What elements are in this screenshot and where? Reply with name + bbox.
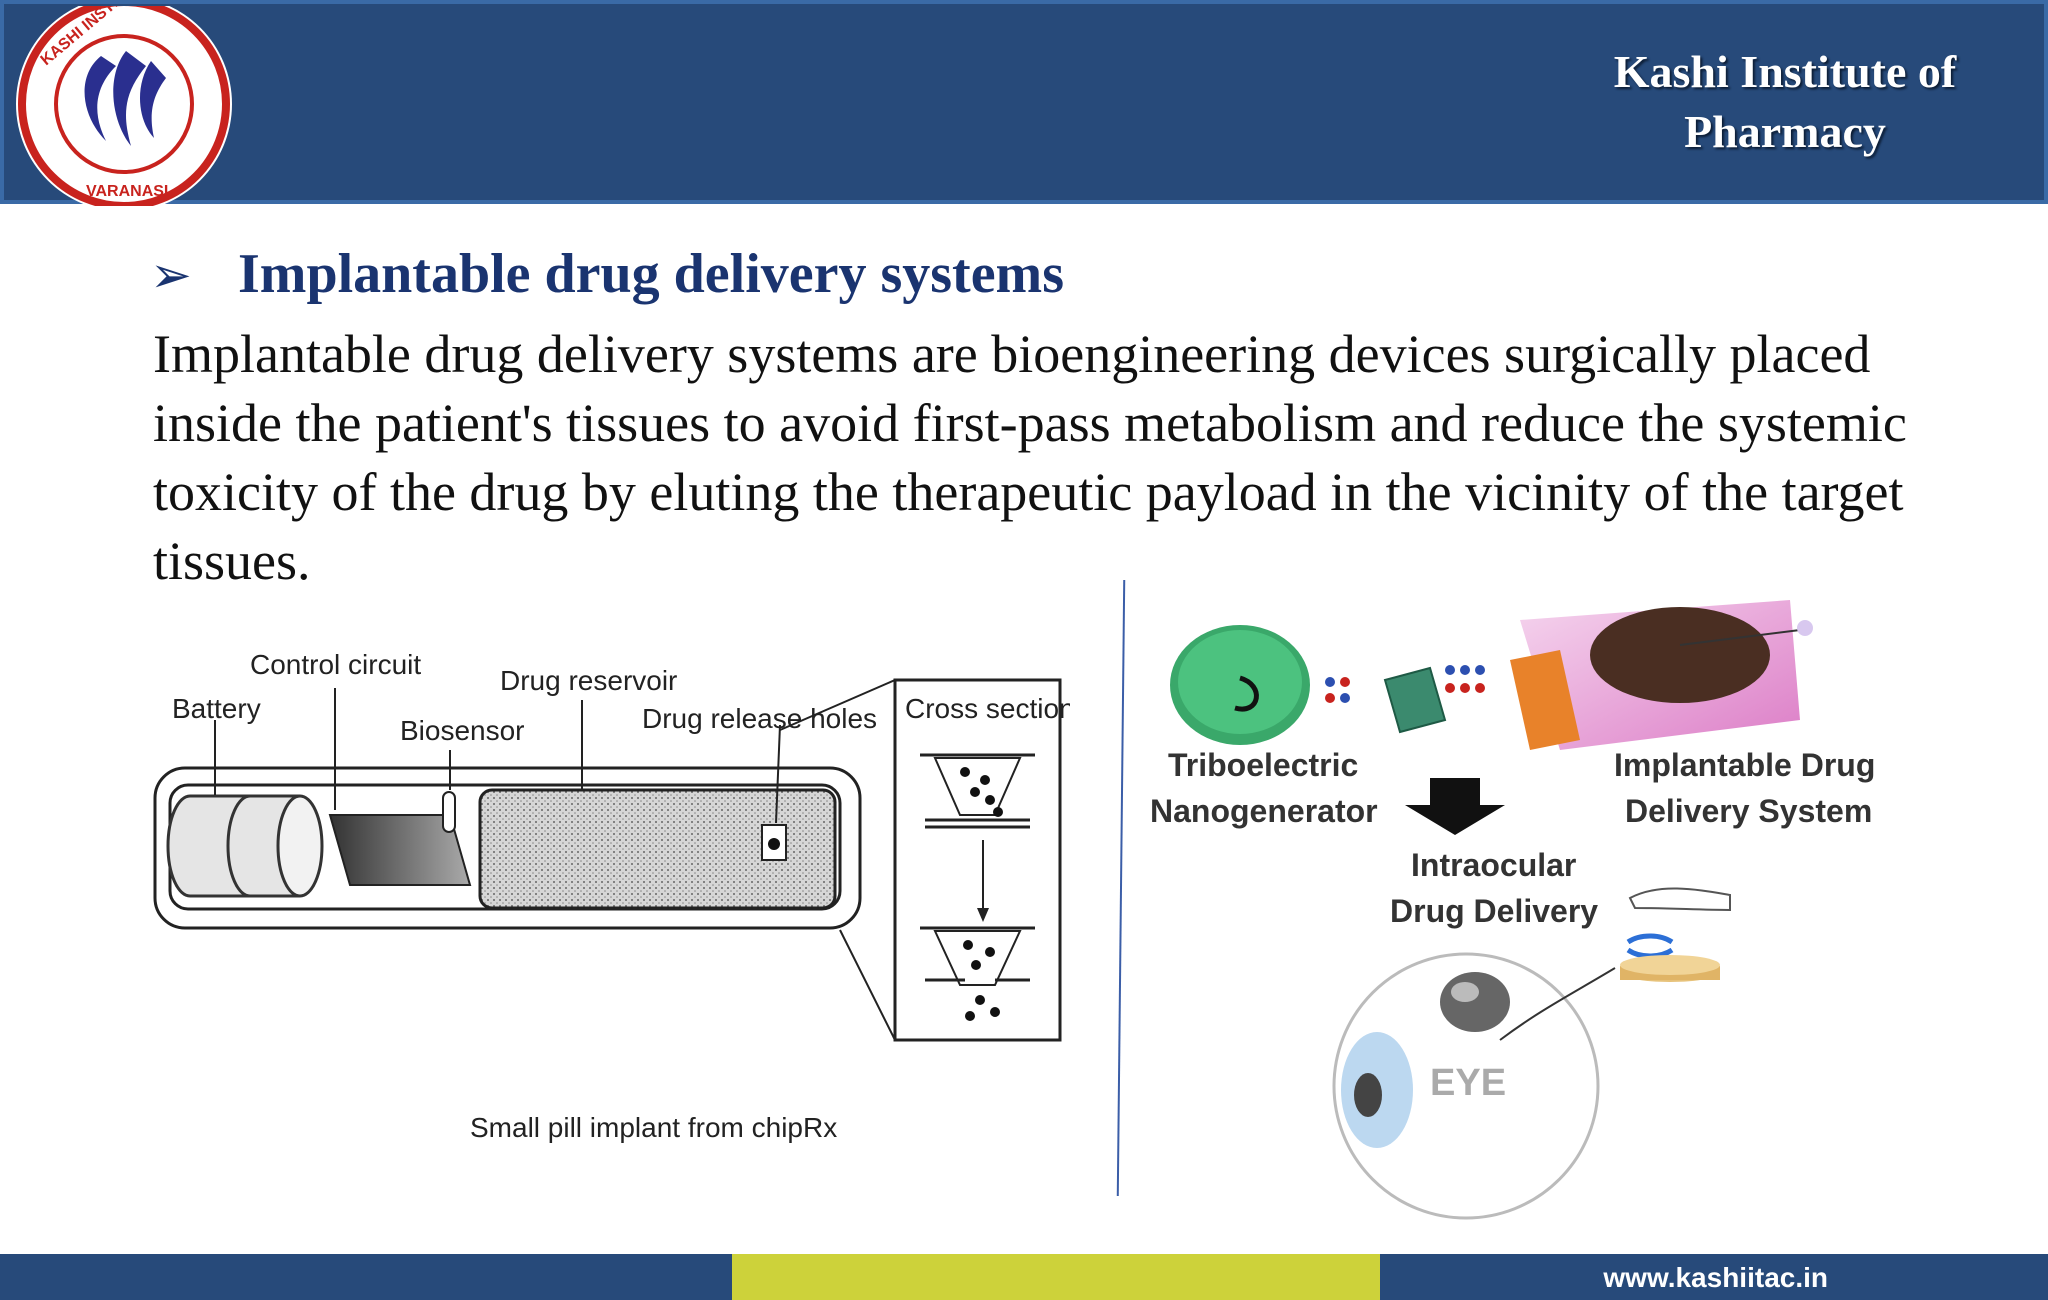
slide-heading: Implantable drug delivery systems xyxy=(238,243,1064,305)
footer-bar: www.kashiitac.in xyxy=(0,1254,2048,1300)
institute-logo: KASHI INSTITUTE OF PHARMACY VARANASI xyxy=(16,6,246,206)
footer-website-link[interactable]: www.kashiitac.in xyxy=(1603,1262,1828,1293)
label-drug-release-holes: Drug release holes xyxy=(642,703,877,734)
slide-paragraph: Implantable drug delivery systems are bi… xyxy=(153,324,1907,591)
label-intraocular-line1: Intraocular xyxy=(1411,847,1576,883)
label-teng-line2: Nanogenerator xyxy=(1150,793,1378,829)
institute-name-line1: Kashi Institute of xyxy=(1613,46,1957,97)
institute-name-line2: Pharmacy xyxy=(1684,106,1886,157)
footer-accent-block xyxy=(732,1254,1380,1300)
label-battery: Battery xyxy=(172,693,261,724)
label-teng-line1: Triboelectric xyxy=(1168,747,1358,783)
label-drug-reservoir: Drug reservoir xyxy=(500,665,677,696)
logo-ring-bottom: VARANASI xyxy=(86,183,168,200)
pill-implant-diagram: Battery Control circuit Biosensor Drug r… xyxy=(153,649,1070,1143)
label-idds-line1: Implantable Drug xyxy=(1614,747,1875,783)
figure-caption: Small pill implant from chipRx xyxy=(470,1112,837,1143)
label-biosensor: Biosensor xyxy=(400,715,525,746)
label-eye: EYE xyxy=(1430,1062,1506,1104)
teng-implant-diagram: Triboelectric Nanogenerator Implantable … xyxy=(1150,600,1875,1220)
label-intraocular-line2: Drug Delivery xyxy=(1390,893,1598,929)
column-divider xyxy=(1116,580,1126,1196)
arrowhead-bullet-icon: ➢ xyxy=(150,246,192,304)
header-banner: KASHI INSTITUTE OF PHARMACY VARANASI Kas… xyxy=(0,0,2048,206)
label-idds-line2: Delivery System xyxy=(1625,793,1872,829)
label-cross-section: Cross section xyxy=(905,693,1070,724)
label-control-circuit: Control circuit xyxy=(250,649,421,680)
institute-name: Kashi Institute of Pharmacy xyxy=(1550,42,2020,162)
